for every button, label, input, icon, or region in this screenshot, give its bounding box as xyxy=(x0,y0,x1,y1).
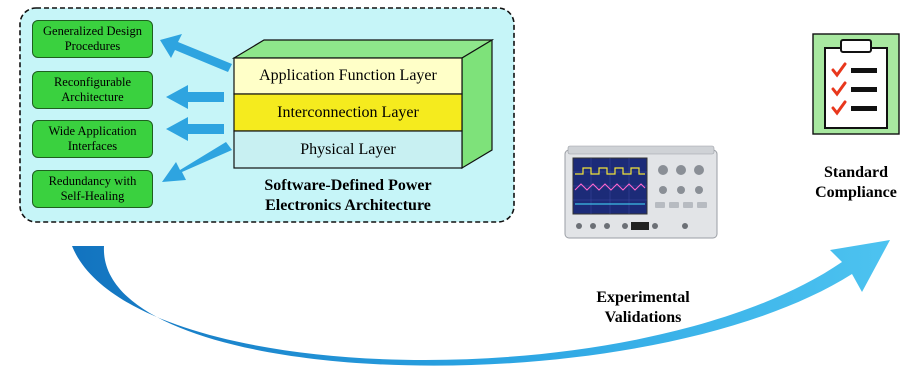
arrow-to-design-procedures xyxy=(160,34,232,72)
physical-layer-face xyxy=(233,130,463,169)
feature-wide-application-interfaces: Wide Application Interfaces xyxy=(32,120,153,158)
feature-redundancy-self-healing: Redundancy with Self-Healing xyxy=(32,170,153,208)
layer-label-physical: Physical Layer xyxy=(300,141,396,158)
block-top-face xyxy=(231,39,495,59)
arrow-to-reconfigurable xyxy=(166,85,224,109)
layer-stack-block xyxy=(231,38,495,170)
feature-arrows xyxy=(160,34,232,182)
validation-caption: Experimental Validations xyxy=(596,289,690,326)
clipboard-checklist-icon xyxy=(812,33,900,135)
compliance-caption: Standard Compliance xyxy=(815,164,897,201)
block-side-face xyxy=(461,38,493,170)
layer-label-interconnection: Interconnection Layer xyxy=(277,104,419,121)
feature-generalized-design-procedures: Generalized Design Procedures xyxy=(32,20,153,58)
arrow-to-interfaces xyxy=(166,117,224,141)
application-layer-face xyxy=(233,57,463,95)
feature-reconfigurable-architecture: Reconfigurable Architecture xyxy=(32,71,153,109)
arrow-to-self-healing xyxy=(162,142,232,182)
architecture-caption: Software-Defined Power Electronics Archi… xyxy=(264,177,432,214)
workflow-curved-arrow xyxy=(72,240,890,366)
oscilloscope-icon xyxy=(564,145,718,239)
layer-label-application-function: Application Function Layer xyxy=(259,67,437,84)
